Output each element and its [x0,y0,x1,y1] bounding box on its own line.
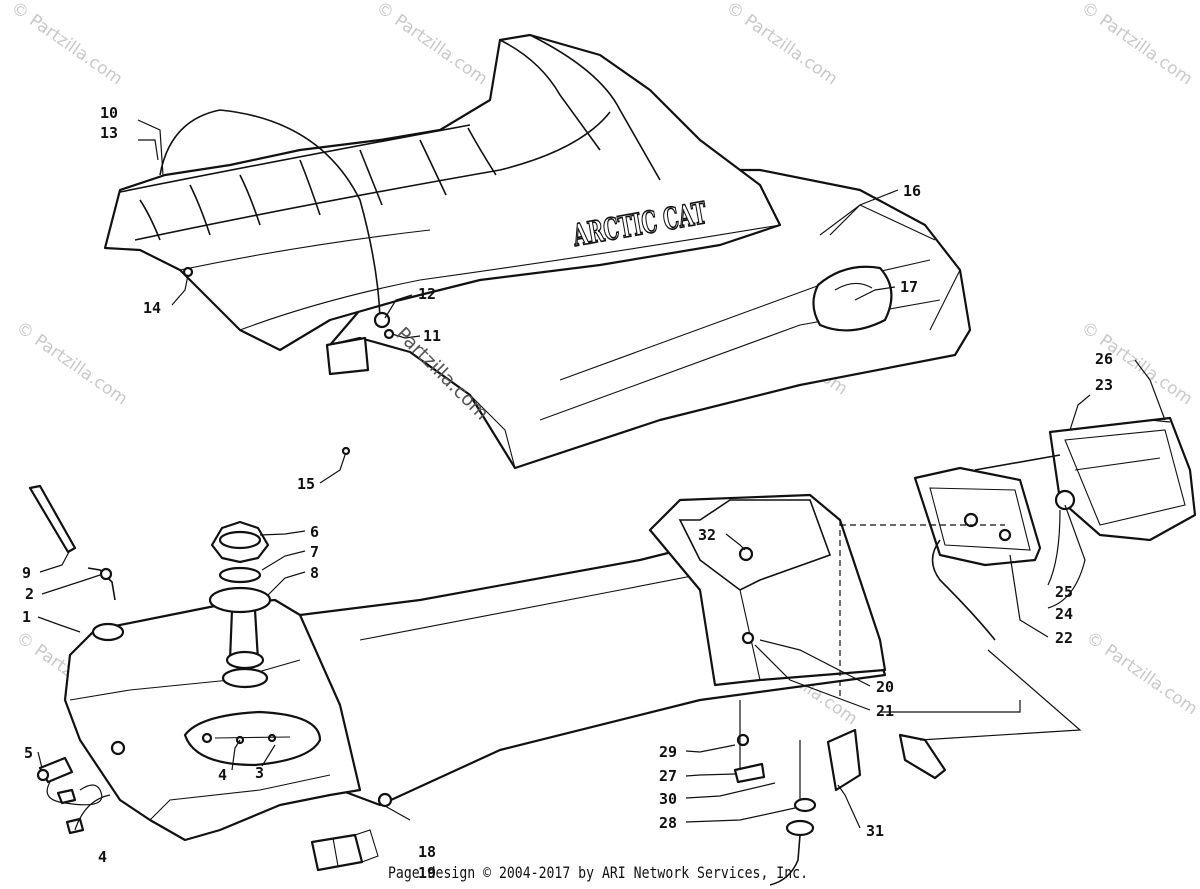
hood-vent [812,265,893,332]
tank-sight-recess [183,710,322,767]
mount-grommet [377,792,393,808]
callout-28: 28 [659,814,677,832]
callout-16: 16 [903,182,921,200]
seat-strap [159,109,381,319]
seat-screw [182,266,194,278]
callout-14: 14 [143,299,161,317]
fuel-line [28,484,77,554]
callout-32: 32 [698,526,716,544]
cap-top [218,530,262,550]
callout-24: 24 [1055,605,1073,623]
sender-screw [201,732,213,744]
callout-13: 13 [100,124,118,142]
callout-27: 27 [659,767,677,785]
push-nut [733,762,766,784]
latch [898,733,947,780]
hardware-group [384,520,1082,886]
callout-1: 1 [22,608,31,626]
callout-18: 18 [418,843,436,861]
callout-2: 2 [25,585,34,603]
callout-8: 8 [310,564,319,582]
callout-22: 22 [1055,629,1073,647]
callout-11: 11 [423,327,441,345]
pickup-fitting [225,650,265,670]
watermark: © Partzilla.com [372,0,491,89]
line-fitting [99,567,113,581]
spacer [793,797,817,813]
callout-30: 30 [659,790,677,808]
seat-hood-assembly: ARCTIC CAT [103,33,972,470]
bulb-socket [998,528,1012,542]
watermark: © Partzilla.com [12,318,131,410]
tank-fitting [110,740,126,756]
callout-10: 10 [100,104,118,122]
console-fastener [741,631,755,645]
callout-31: 31 [866,822,884,840]
callout-3: 3 [255,764,264,782]
tank-console-assembly [28,484,887,872]
callout-20: 20 [876,678,894,696]
callout-29: 29 [659,743,677,761]
callout-25: 25 [1055,583,1073,601]
taillight-housing [913,466,1042,567]
callout-26: 26 [1095,350,1113,368]
seat-cushion [103,33,782,352]
callout-9: 9 [22,564,31,582]
taillight-assembly [913,416,1197,641]
callout-4: 4 [98,848,107,866]
cap-seal [218,566,262,584]
console-grommet [738,546,754,562]
leader-lines [37,119,1166,829]
callout-17: 17 [900,278,918,296]
drain-valve-knob [36,768,50,782]
taillight-lens [1048,416,1197,542]
foam-block [310,833,364,872]
callout-12: 12 [418,285,436,303]
tank-vent-boss [91,622,125,642]
pickup-base [221,667,269,689]
callouts: 1 2 3 4 4 5 6 7 8 9 10 13 14 12 11 15 16… [22,104,1113,882]
watermark: © Partzilla.com [722,0,841,89]
taillight-wire [931,539,996,641]
callout-23: 23 [1095,376,1113,394]
sender-screw [267,733,277,743]
callout-6: 6 [310,523,319,541]
grommet-washer [383,328,395,340]
drain-cap [65,817,85,835]
callout-7: 7 [310,543,319,561]
watermark: © Partzilla.com [7,0,126,89]
callout-4: 4 [218,766,227,784]
callout-19: 19 [418,864,436,882]
watermark: © Partzilla.com [1082,628,1200,720]
callout-5: 5 [24,744,33,762]
callout-21: 21 [876,702,894,720]
drain-plug [56,788,77,805]
post-screw [341,446,351,456]
watermark: © Partzilla.com [1077,0,1196,89]
cap-gasket [208,586,272,614]
hood-post [325,336,370,376]
bulb [1054,489,1076,511]
bushing [785,819,815,837]
copyright-notice: Page design © 2004-2017 by ARI Network S… [388,863,808,882]
callout-15: 15 [297,475,315,493]
bracket [826,728,862,792]
bulb-socket [963,512,979,528]
